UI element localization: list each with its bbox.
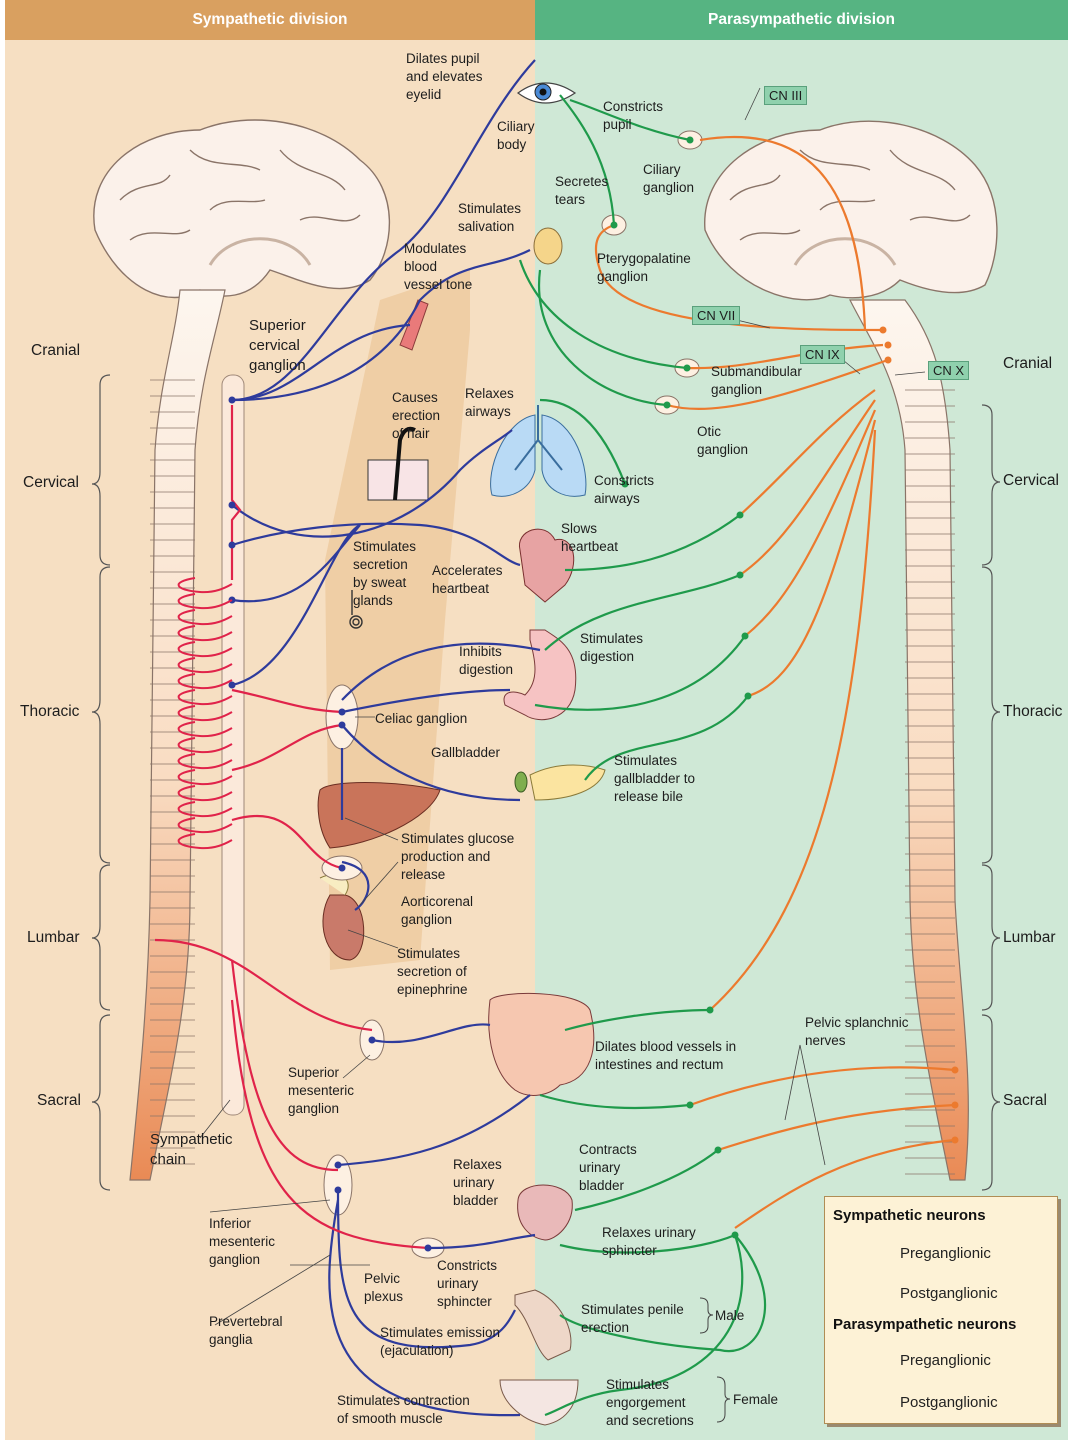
legend-sympathetic-title: Sympathetic neurons xyxy=(833,1207,986,1224)
cn-x-tag: CN X xyxy=(928,361,969,380)
neuron-dot xyxy=(229,682,236,689)
neuron-dot xyxy=(229,502,236,509)
region-cranial-left: Cranial xyxy=(31,342,80,360)
label-male: Male xyxy=(715,1307,744,1325)
label-constricts-sphincter: Constricts urinary sphincter xyxy=(437,1257,497,1311)
label-dilates-pupil: Dilates pupil and elevates eyelid xyxy=(406,50,483,104)
legend-para-pre: Preganglionic xyxy=(900,1352,991,1369)
label-aorticorenal: Aorticorenal ganglion xyxy=(401,893,473,929)
label-relaxes-bladder: Relaxes urinary bladder xyxy=(453,1156,502,1210)
label-pelvic-plexus: Pelvic plexus xyxy=(364,1270,403,1306)
label-ciliary-body: Ciliary body xyxy=(497,118,535,154)
neuron-dot xyxy=(229,542,236,549)
legend-parasympathetic-title: Parasympathetic neurons xyxy=(833,1316,1016,1333)
neuron-dot xyxy=(742,633,749,640)
label-causes-erection-hair: Causes erection of hair xyxy=(392,389,440,443)
neuron-dot xyxy=(737,572,744,579)
neuron-dot xyxy=(952,1137,959,1144)
neuron-dot xyxy=(229,397,236,404)
region-cranial-right: Cranial xyxy=(1003,355,1052,373)
label-stimulates-salivation: Stimulates salivation xyxy=(458,200,521,236)
neuron-dot xyxy=(732,1232,739,1239)
neuron-dot xyxy=(707,1007,714,1014)
cn-vii-tag: CN VII xyxy=(692,306,740,325)
neuron-dot xyxy=(664,402,671,409)
cn-ix-tag: CN IX xyxy=(800,345,845,364)
left-brain xyxy=(94,120,390,298)
neuron-dot xyxy=(684,365,691,372)
label-engorgement: Stimulates engorgement and secretions xyxy=(606,1376,694,1430)
white-left-margin xyxy=(0,40,5,1440)
label-accelerates-heartbeat: Accelerates heartbeat xyxy=(432,562,503,598)
label-modulates-vessel: Modulates blood vessel tone xyxy=(404,240,472,294)
label-penile-erection: Stimulates penile erection xyxy=(581,1301,684,1337)
legend-symp-post: Postganglionic xyxy=(900,1285,998,1302)
label-secretes-tears: Secretes tears xyxy=(555,173,608,209)
neuron-dot xyxy=(952,1067,959,1074)
label-stimulates-gallbladder: Stimulates gallbladder to release bile xyxy=(614,752,695,806)
label-submandibular: Submandibular ganglion xyxy=(711,363,802,399)
label-glucose: Stimulates glucose production and releas… xyxy=(401,830,514,884)
neuron-dot xyxy=(335,1162,342,1169)
label-relaxes-sphincter: Relaxes urinary sphincter xyxy=(602,1224,696,1260)
neuron-dot xyxy=(339,709,346,716)
label-constricts-pupil: Constricts pupil xyxy=(603,98,663,134)
neuron-dot xyxy=(611,222,618,229)
neuron-dot xyxy=(885,357,892,364)
label-relaxes-airways: Relaxes airways xyxy=(465,385,514,421)
region-cervical-right: Cervical xyxy=(1003,472,1059,490)
label-sweat: Stimulates secretion by sweat glands xyxy=(353,538,416,610)
label-superior-mesenteric: Superior mesenteric ganglion xyxy=(288,1064,354,1118)
neuron-dot xyxy=(339,865,346,872)
label-smooth-muscle: Stimulates contraction of smooth muscle xyxy=(337,1392,470,1428)
label-sympathetic-chain: Sympathetic chain xyxy=(150,1130,233,1170)
neuron-dot xyxy=(425,1245,432,1252)
label-gallbladder: Gallbladder xyxy=(431,744,500,762)
label-otic: Otic ganglion xyxy=(697,423,748,459)
label-inferior-mesenteric: Inferior mesenteric ganglion xyxy=(209,1215,275,1269)
neuron-dot xyxy=(745,693,752,700)
neuron-dot xyxy=(369,1037,376,1044)
region-thoracic-left: Thoracic xyxy=(20,703,79,721)
region-cervical-left: Cervical xyxy=(23,474,79,492)
label-superior-cervical: Superior cervical ganglion xyxy=(249,316,306,376)
neuron-dot xyxy=(339,722,346,729)
label-celiac-ganglion: Celiac ganglion xyxy=(375,710,467,728)
legend-para-post: Postganglionic xyxy=(900,1394,998,1411)
region-thoracic-right: Thoracic xyxy=(1003,703,1062,721)
region-lumbar-right: Lumbar xyxy=(1003,929,1056,947)
label-pelvic-splanchnic: Pelvic splanchnic nerves xyxy=(805,1014,909,1050)
label-slows-heartbeat: Slows heartbeat xyxy=(561,520,618,556)
salivary-gland-icon xyxy=(534,228,562,264)
region-lumbar-left: Lumbar xyxy=(27,929,80,947)
label-stimulates-digestion: Stimulates digestion xyxy=(580,630,643,666)
neuron-dot xyxy=(885,342,892,349)
label-contracts-bladder: Contracts urinary bladder xyxy=(579,1141,637,1195)
label-prevertebral: Prevertebral ganglia xyxy=(209,1313,283,1349)
neuron-dot xyxy=(715,1147,722,1154)
neuron-dot xyxy=(687,137,694,144)
label-epinephrine: Stimulates secretion of epinephrine xyxy=(397,945,468,999)
neuron-dot xyxy=(880,327,887,334)
neuron-dot xyxy=(952,1102,959,1109)
neuron-dot xyxy=(737,512,744,519)
region-sacral-left: Sacral xyxy=(37,1092,81,1110)
neuron-dot xyxy=(687,1102,694,1109)
label-inhibits-digestion: Inhibits digestion xyxy=(459,643,513,679)
label-ciliary-ganglion: Ciliary ganglion xyxy=(643,161,694,197)
region-sacral-right: Sacral xyxy=(1003,1092,1047,1110)
parasympathetic-header: Parasympathetic division xyxy=(535,0,1068,40)
legend: Sympathetic neurons Preganglionic Postga… xyxy=(824,1196,1058,1424)
label-emission: Stimulates emission (ejaculation) xyxy=(380,1324,500,1360)
cn-iii-tag: CN III xyxy=(764,86,807,105)
legend-symp-pre: Preganglionic xyxy=(900,1245,991,1262)
label-dilates-vessels: Dilates blood vessels in intestines and … xyxy=(595,1038,736,1074)
neuron-dot xyxy=(335,1187,342,1194)
label-pterygopalatine: Pterygopalatine ganglion xyxy=(597,250,691,286)
label-constricts-airways: Constricts airways xyxy=(594,472,654,508)
sympathetic-header: Sympathetic division xyxy=(5,0,535,40)
label-female: Female xyxy=(733,1391,778,1409)
